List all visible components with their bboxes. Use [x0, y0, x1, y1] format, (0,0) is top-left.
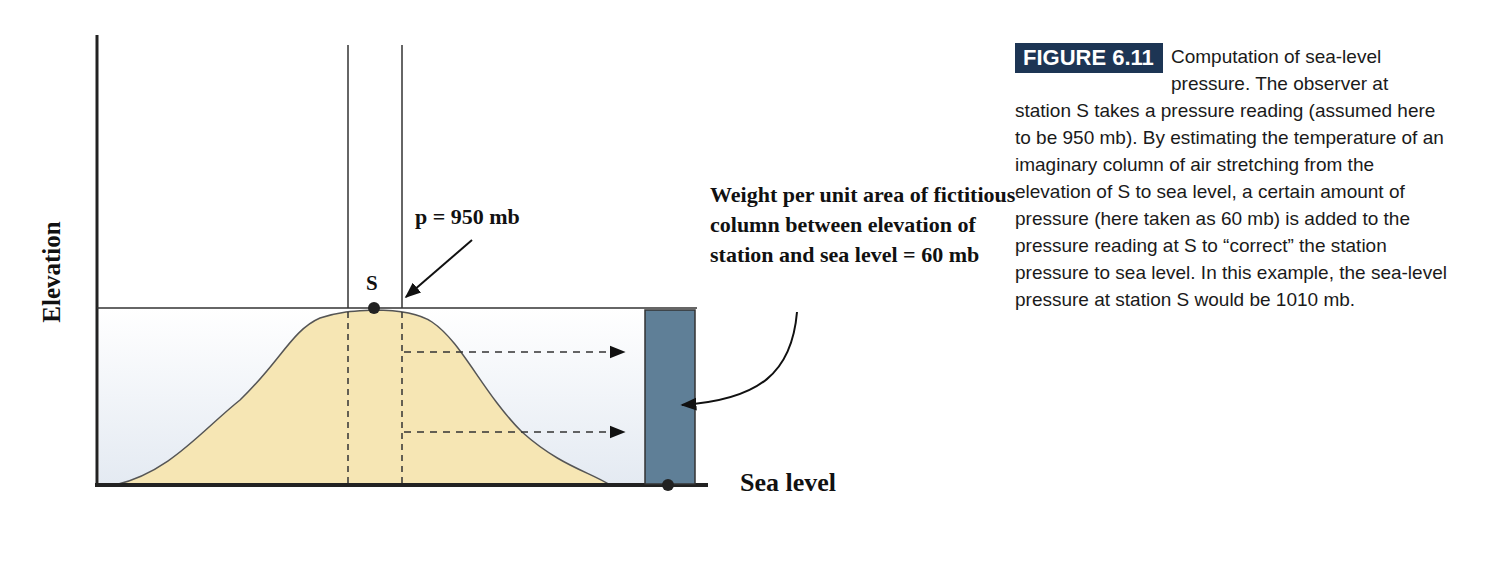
- fictitious-column-wall: [401, 312, 403, 484]
- figure-number: FIGURE 6.11: [1023, 45, 1154, 71]
- air-background: [99, 308, 645, 484]
- column-wall: [401, 45, 403, 308]
- station-label: S: [366, 271, 378, 295]
- air-column: [645, 310, 695, 484]
- sea-level-dot: [662, 479, 674, 491]
- mountain: [115, 310, 610, 485]
- figure-caption: Computation of sea-level pressure. The o…: [1015, 43, 1447, 313]
- sea-level-line: [95, 483, 708, 487]
- caption-block: FIGURE 6.11Computation of sea-level pres…: [1015, 43, 1447, 313]
- leader-line: [406, 240, 472, 297]
- station-dot: [368, 302, 380, 314]
- station-level-line: [97, 307, 697, 309]
- transfer-arrow: [404, 431, 624, 433]
- pressure-label: p = 950 mb: [415, 204, 520, 229]
- sea-level-label: Sea level: [740, 468, 836, 498]
- leader-line: [682, 312, 797, 405]
- transfer-arrow: [404, 351, 624, 353]
- column-note: Weight per unit area of fictitious colum…: [710, 180, 1028, 270]
- axis-label: Elevation: [38, 221, 67, 322]
- elevation-axis: [96, 35, 99, 486]
- figure-tag: FIGURE 6.11: [1015, 43, 1163, 73]
- column-wall: [347, 45, 349, 308]
- fictitious-column-wall: [347, 312, 349, 484]
